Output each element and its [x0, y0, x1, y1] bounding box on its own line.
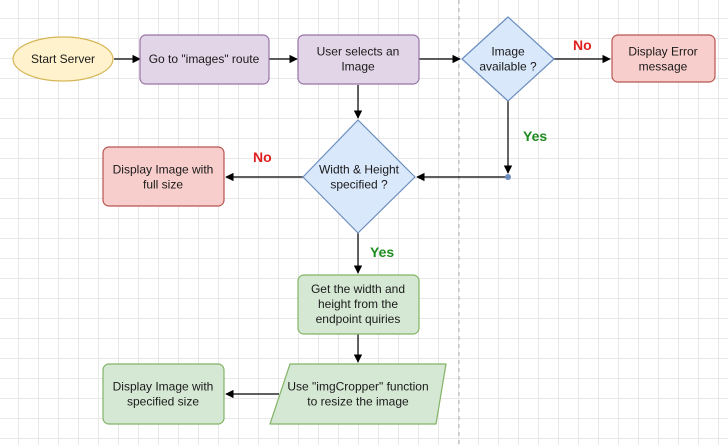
- node-images-route[interactable]: Go to "images" route: [139, 34, 270, 85]
- edges: [114, 54, 611, 399]
- label-specified-no: No: [253, 149, 272, 165]
- node-start-server-text: Start Server: [31, 52, 95, 66]
- label-available-yes: Yes: [523, 128, 547, 144]
- node-text-line: message: [639, 60, 688, 74]
- node-start-server[interactable]: Start Server: [12, 36, 114, 82]
- node-text-line: endpoint quiries: [316, 312, 401, 326]
- node-text-line: specified size: [127, 395, 199, 409]
- node-text-line: Image: [491, 45, 525, 59]
- edge-junction-dot: [505, 174, 511, 180]
- node-text-line: available ?: [479, 60, 537, 74]
- label-specified-yes: Yes: [370, 244, 394, 260]
- node-text-line: full size: [143, 178, 183, 192]
- node-text-line: Get the width and: [311, 282, 405, 296]
- node-text-line: Display Image with: [113, 163, 214, 177]
- node-text-line: to resize the image: [307, 395, 409, 409]
- node-text-line: Use "imgCropper" function: [287, 380, 428, 394]
- node-text-line: Display Error: [628, 45, 697, 59]
- label-available-no: No: [573, 37, 592, 53]
- node-text-line: height from the: [318, 297, 398, 311]
- node-text-line: specified ?: [330, 178, 388, 192]
- node-text-line: Display Image with: [113, 380, 214, 394]
- node-images-route-text: Go to "images" route: [149, 52, 260, 66]
- node-text-line: Image: [341, 60, 375, 74]
- node-text-line: Start Server: [31, 52, 95, 66]
- node-text-line: Width & Height: [319, 163, 400, 177]
- node-text-line: Go to "images" route: [149, 52, 260, 66]
- node-text-line: User selects an: [317, 45, 400, 59]
